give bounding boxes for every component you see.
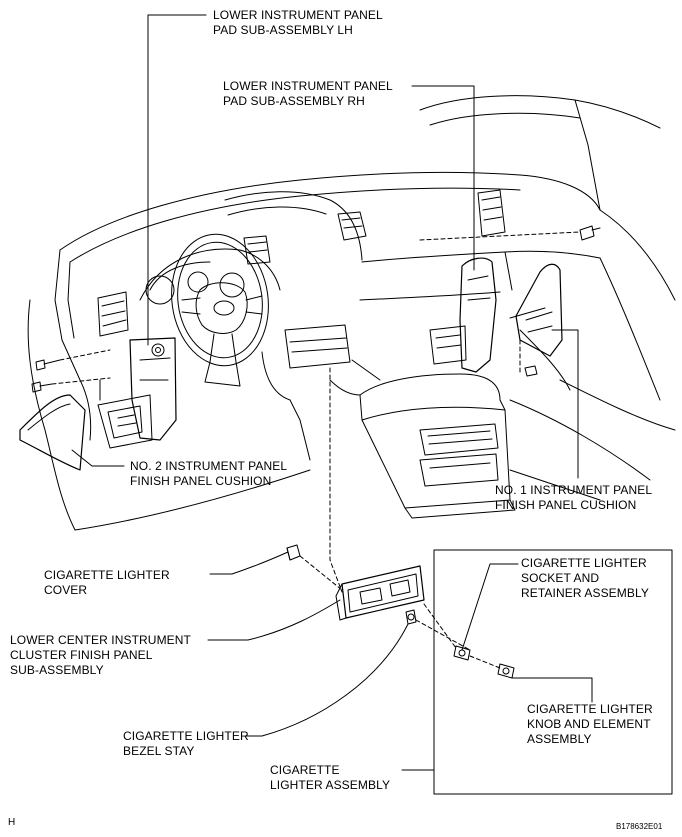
label-line: KNOB AND ELEMENT [527,717,651,731]
label-knob-element: CIGARETTE LIGHTER KNOB AND ELEMENT ASSEM… [527,702,653,747]
leader-lines [71,14,593,771]
label-lighter-cover: CIGARETTE LIGHTER COVER [44,568,170,598]
lighter-assembly-box [433,549,673,795]
label-line: LIGHTER ASSEMBLY [270,778,391,792]
label-line: BEZEL STAY [123,744,195,758]
label-line: NO. 2 INSTRUMENT PANEL [130,459,288,473]
label-line: CLUSTER FINISH PANEL [10,648,153,662]
label-line: NO. 1 INSTRUMENT PANEL [495,483,653,497]
center-console [261,324,516,519]
label-line: CIGARETTE LIGHTER [123,729,249,743]
label-line: CIGARETTE LIGHTER [527,702,653,716]
label-line: PAD SUB-ASSEMBLY RH [223,94,365,108]
lower-panel-rh-part [429,257,497,373]
bezel-stay-part [405,609,417,625]
steering-wheel [139,233,281,387]
label-no1-cushion: NO. 1 INSTRUMENT PANEL FINISH PANEL CUSH… [495,483,652,513]
label-line: LOWER INSTRUMENT PANEL [223,79,393,93]
corner-letter: H [8,817,16,828]
label-line: CIGARETTE [270,763,340,777]
label-line: SUB-ASSEMBLY [10,663,104,677]
no1-cushion-part [509,263,563,357]
label-line: LOWER CENTER INSTRUMENT [10,633,191,647]
label-lighter-assembly: CIGARETTE LIGHTER ASSEMBLY [270,763,390,793]
label-line: ASSEMBLY [527,732,592,746]
label-socket-retainer: CIGARETTE LIGHTER SOCKET AND RETAINER AS… [521,556,649,601]
label-line: PAD SUB-ASSEMBLY LH [213,23,353,37]
no2-cushion-part [19,394,86,471]
label-lower-panel-rh: LOWER INSTRUMENT PANEL PAD SUB-ASSEMBLY … [223,79,393,109]
label-bezel-stay: CIGARETTE LIGHTER BEZEL STAY [123,729,249,759]
figure-code: B178632E01 [616,822,663,831]
label-line: FINISH PANEL CUSHION [130,474,272,488]
label-line: FINISH PANEL CUSHION [495,498,637,512]
right-clips [524,225,601,377]
assembly-lines [51,231,581,669]
left-clips [31,359,61,393]
label-line: RETAINER ASSEMBLY [521,586,649,600]
lighter-cover-part [286,544,301,561]
label-line: SOCKET AND [521,571,600,585]
lower-panel-lh-part [97,337,177,449]
lighter-knob-part [497,663,515,679]
label-line: COVER [44,583,88,597]
label-line: CIGARETTE LIGHTER [44,568,170,582]
dashboard-outline [27,95,676,531]
label-line: LOWER INSTRUMENT PANEL [213,8,383,22]
label-lower-panel-lh: LOWER INSTRUMENT PANEL PAD SUB-ASSEMBLY … [213,8,383,38]
center-cluster-finish-panel-part [335,565,425,621]
label-center-cluster: LOWER CENTER INSTRUMENT CLUSTER FINISH P… [10,633,191,678]
label-line: CIGARETTE LIGHTER [521,556,647,570]
label-no2-cushion: NO. 2 INSTRUMENT PANEL FINISH PANEL CUSH… [130,459,287,489]
